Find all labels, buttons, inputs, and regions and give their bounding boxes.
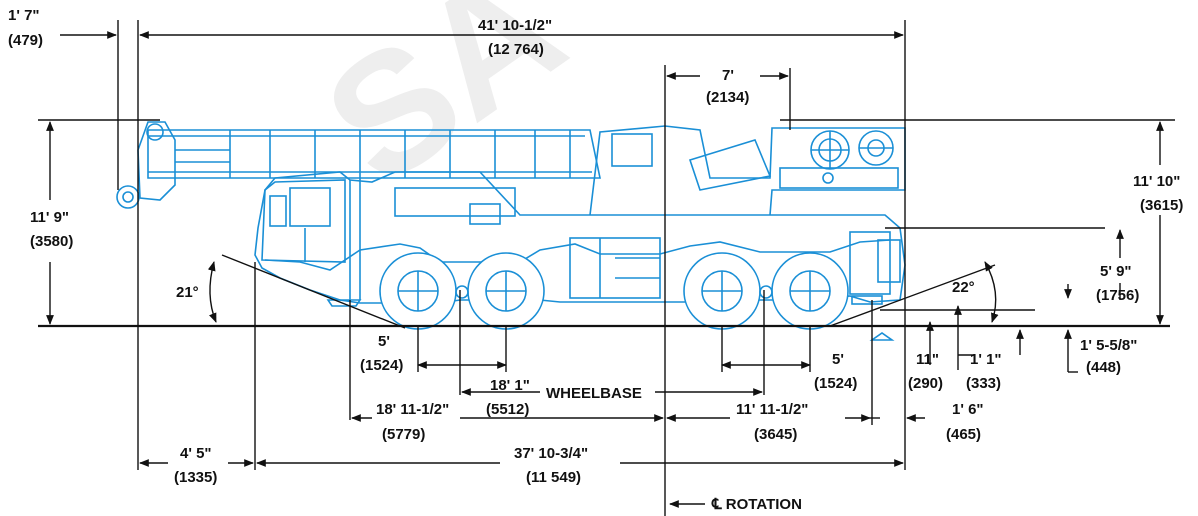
boom-tip-offset-mm: (479) (8, 32, 43, 49)
dimension-labels: 1' 7" (479) 41' 10-1/2" (12 764) 7' (213… (8, 7, 1183, 513)
outrigger-pad-ft: 1' 5-5/8" (1080, 337, 1137, 354)
boom-tip-offset-ft: 1' 7" (8, 7, 40, 24)
rear-axle-spacing-mm: (1524) (814, 375, 857, 392)
ground-clearance-b-ft: 1' 1" (970, 351, 1002, 368)
outrigger-pad-mm: (448) (1086, 359, 1121, 376)
rotation-to-rear-mm: (2134) (706, 89, 749, 106)
overall-length-boom-ft: 41' 10-1/2" (478, 17, 552, 34)
wheelbase-mm: (5512) (486, 401, 529, 418)
rotation-centerline-label: ℄ ROTATION (711, 496, 802, 513)
dimension-lines (38, 20, 1175, 516)
crane-illustration (116, 121, 906, 341)
ground-clearance-a-mm: (290) (908, 375, 943, 392)
rear-overhang-ft: 1' 6" (952, 401, 984, 418)
front-axle-spacing-mm: (1524) (360, 357, 403, 374)
overall-carrier-length-ft: 37' 10-3/4" (514, 445, 588, 462)
front-overhang-mm: (1335) (174, 469, 217, 486)
wheelbase-label: WHEELBASE (546, 385, 642, 402)
overall-length-boom-mm: (12 764) (488, 41, 544, 58)
overall-height-ft: 11' 10" (1133, 173, 1180, 190)
overall-carrier-length-mm: (11 549) (526, 469, 581, 486)
rear-axle-spacing-ft: 5' (832, 351, 844, 368)
outrigger-height-mm: (1756) (1096, 287, 1139, 304)
front-to-rotation-mm: (5779) (382, 426, 425, 443)
front-height-ft: 11' 9" (30, 209, 69, 226)
rotation-to-rear-axle-ft: 11' 11-1/2" (736, 401, 808, 418)
overall-height-mm: (3615) (1140, 197, 1183, 214)
rear-overhang-mm: (465) (946, 426, 981, 443)
ground-clearance-b-mm: (333) (966, 375, 1001, 392)
front-overhang-ft: 4' 5" (180, 445, 212, 462)
boom-lattice (229, 130, 571, 178)
wheels (379, 252, 849, 330)
rotation-to-rear-ft: 7' (722, 67, 734, 84)
departure-angle: 22° (952, 279, 975, 296)
outrigger-height-ft: 5' 9" (1100, 263, 1132, 280)
approach-angle: 21° (176, 284, 199, 301)
wheelbase-ft: 18' 1" (490, 377, 530, 394)
front-height-mm: (3580) (30, 233, 73, 250)
ground-clearance-a-ft: 11" (916, 351, 939, 368)
front-to-rotation-ft: 18' 11-1/2" (376, 401, 449, 418)
rotation-to-rear-axle-mm: (3645) (754, 426, 797, 443)
front-axle-spacing-ft: 5' (378, 333, 390, 350)
